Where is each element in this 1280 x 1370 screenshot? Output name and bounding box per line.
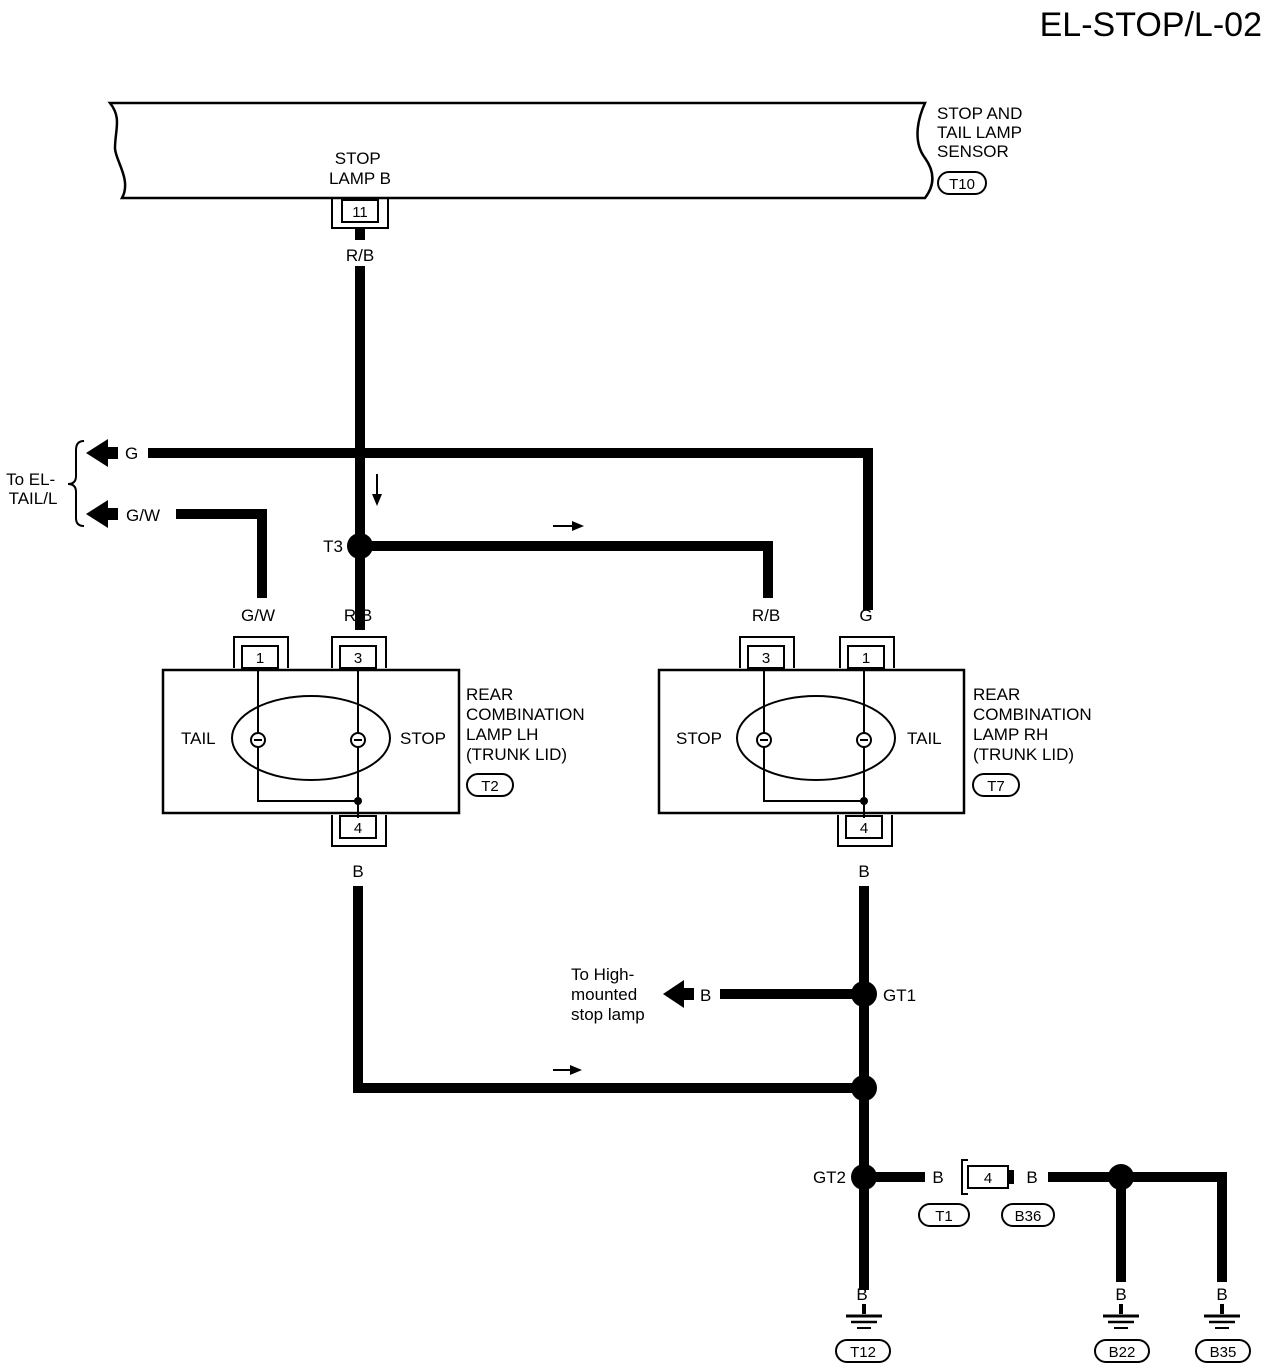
svg-text:4: 4 — [860, 820, 868, 837]
wire-color-b-connector-left: B — [932, 1168, 943, 1187]
flow-arrow-right-top — [553, 521, 584, 531]
page-title: EL-STOP/L-02 — [1040, 6, 1262, 44]
splice-gt1-label: GT1 — [883, 986, 916, 1005]
sensor-name: STOP AND TAIL LAMP SENSOR — [937, 104, 1027, 161]
lamp-lh-name: REAR COMBINATION LAMP LH (TRUNK LID) — [466, 685, 589, 764]
splice-lh-join — [851, 1075, 877, 1101]
to-el-tail-label: To EL- TAIL/L — [6, 470, 60, 508]
lamp-lh-tail-label: TAIL — [181, 729, 216, 748]
svg-text:B35: B35 — [1210, 1344, 1237, 1361]
connector-code-t1-badge: T1 — [918, 1203, 970, 1227]
ground-icon-b22 — [1103, 1304, 1139, 1329]
arrow-to-high-mount — [663, 980, 694, 1008]
wire-color-b-high-mount: B — [700, 986, 711, 1005]
wire-color-rb-lh: R/B — [344, 606, 372, 625]
svg-text:11: 11 — [352, 204, 368, 221]
wire-color-b-lh: B — [352, 862, 363, 881]
svg-text:4: 4 — [984, 1170, 992, 1187]
svg-text:T12: T12 — [850, 1344, 876, 1361]
svg-text:1: 1 — [862, 650, 870, 667]
wire-b-connector-right — [1048, 1172, 1227, 1282]
splice-b22-b35 — [1108, 1164, 1134, 1190]
lamp-rh-pin-4-connector: 4 — [837, 815, 893, 847]
lamp-rh-pin-3-connector: 3 — [739, 636, 795, 669]
lamp-rh-stop-bulb-icon — [756, 732, 772, 748]
svg-text:1: 1 — [256, 650, 264, 667]
lamp-lh-pin-1-connector: 1 — [233, 636, 289, 669]
lamp-rh-pin-1-connector: 1 — [839, 636, 895, 669]
svg-text:T1: T1 — [935, 1208, 953, 1225]
wire-color-g-rh: G — [859, 606, 872, 625]
svg-text:3: 3 — [354, 650, 362, 667]
svg-text:T10: T10 — [949, 176, 975, 193]
arrow-to-el-tail-gw — [86, 500, 118, 528]
connector-code-b36-badge: B36 — [1001, 1203, 1055, 1227]
wire-color-gw-lh: G/W — [241, 606, 275, 625]
wire-color-g-left: G — [125, 444, 138, 463]
lamp-lh-stop-bulb-icon — [350, 732, 366, 748]
lamp-lh-code-badge: T2 — [466, 773, 514, 797]
flow-arrow-right-bottom — [553, 1065, 582, 1075]
wire-color-b-connector-right: B — [1026, 1168, 1037, 1187]
lamp-lh-tail-bulb-icon — [250, 732, 266, 748]
splice-t3 — [347, 533, 373, 559]
ground-code-b22-badge: B22 — [1094, 1339, 1150, 1363]
rear-combination-lamp-lh: 1 3 TAIL STOP 4 — [161, 636, 461, 847]
lamp-rh-tail-bulb-icon — [856, 732, 872, 748]
wire-rb-to-rh — [360, 541, 773, 598]
svg-text:T7: T7 — [987, 778, 1005, 795]
ground-code-t12-badge: T12 — [835, 1339, 891, 1363]
wire-color-gw-left: G/W — [126, 506, 160, 525]
wire-color-b-rh: B — [858, 862, 869, 881]
lamp-rh-code-badge: T7 — [972, 773, 1020, 797]
wire-color-b-ground-b35: B — [1216, 1285, 1227, 1304]
flow-arrow-down — [372, 474, 382, 506]
ground-code-b35-badge: B35 — [1195, 1339, 1251, 1363]
lamp-lh-pin-4-connector: 4 — [331, 815, 387, 847]
lamp-rh-tail-label: TAIL — [907, 729, 942, 748]
svg-text:B36: B36 — [1015, 1208, 1042, 1225]
arrow-to-el-tail-g — [86, 439, 118, 467]
lamp-rh-stop-label: STOP — [676, 729, 722, 748]
wire-b-lh — [353, 886, 864, 1093]
splice-gt2 — [851, 1164, 877, 1190]
wire-gw — [176, 509, 267, 598]
rear-combination-lamp-rh: 3 1 STOP TAIL 4 — [657, 636, 966, 847]
ground-icon-b35 — [1204, 1304, 1240, 1329]
splice-t3-label: T3 — [323, 537, 343, 556]
to-el-tail-bracket — [67, 440, 85, 527]
splice-gt2-label: GT2 — [813, 1168, 846, 1187]
wire-color-b-ground-b22: B — [1115, 1285, 1126, 1304]
lamp-lh-stop-label: STOP — [400, 729, 446, 748]
svg-text:3: 3 — [762, 650, 770, 667]
wire-color-b-ground-t12: B — [856, 1285, 867, 1304]
splice-gt1 — [851, 981, 877, 1007]
wire-color-rb-top: R/B — [346, 246, 374, 265]
svg-text:T2: T2 — [481, 778, 499, 795]
wire-g — [148, 448, 873, 610]
sensor-code-badge: T10 — [937, 171, 987, 195]
lamp-lh-pin-3-connector: 3 — [331, 636, 387, 669]
high-mount-label: To High- mounted stop lamp — [571, 965, 645, 1024]
wire-color-rb-rh: R/B — [752, 606, 780, 625]
lamp-rh-name: REAR COMBINATION LAMP RH (TRUNK LID) — [973, 685, 1096, 764]
sensor-terminal-connector: 11 — [331, 198, 389, 229]
sensor-terminal-label: STOP LAMP B — [329, 149, 391, 188]
svg-text:B22: B22 — [1109, 1344, 1136, 1361]
sensor-unit-outline — [107, 101, 934, 200]
svg-text:4: 4 — [354, 820, 362, 837]
ground-icon-t12 — [846, 1304, 882, 1329]
connector-t1-b36: 4 — [961, 1159, 1014, 1195]
